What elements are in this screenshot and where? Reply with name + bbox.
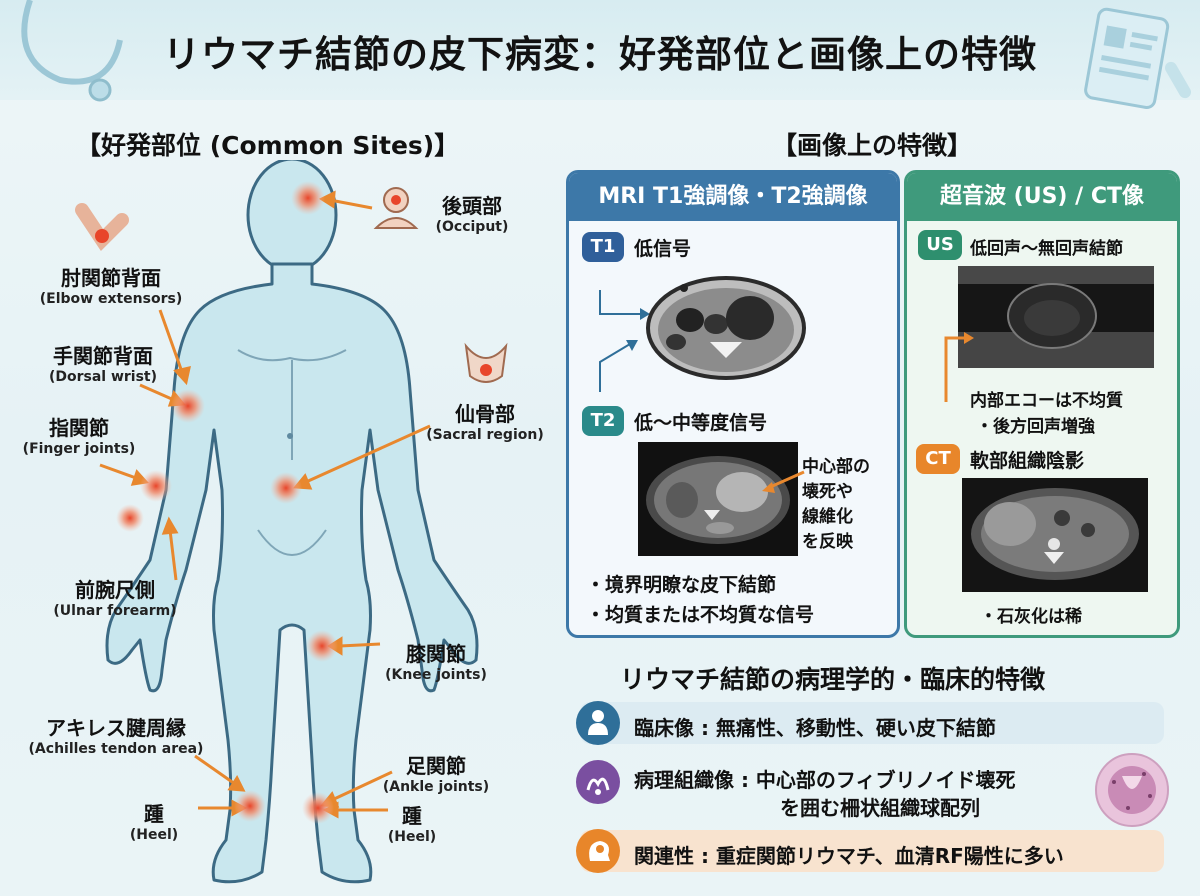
clinical-row <box>580 702 1164 744</box>
ct-text: 軟部組織陰影 <box>970 450 1085 472</box>
chest-line <box>237 349 347 362</box>
us-note-1: 内部エコーは不均質 <box>970 391 1123 411</box>
ankle-label: 足関節 (Ankle joints) <box>376 750 496 795</box>
pill-icon <box>1165 61 1191 99</box>
ulnar-en: (Ulnar forearm) <box>53 603 177 619</box>
us-text: 低回声〜無回声結節 <box>970 239 1123 259</box>
achilles-jp: アキレス腱周縁 <box>46 716 186 740</box>
callout-line-4: を反映 <box>802 532 853 552</box>
elbow-label: 肘関節背面 (Elbow extensors) <box>18 262 204 307</box>
t2-badge: T2 <box>582 406 624 436</box>
lesion-finger <box>116 504 144 532</box>
wrist-en: (Dorsal wrist) <box>48 369 158 385</box>
tissue-icon <box>576 760 620 804</box>
sacral-jp: 仙骨部 <box>455 402 515 426</box>
head-shape <box>246 160 338 273</box>
ulnar-jp: 前腕尺側 <box>75 578 155 602</box>
histology-image <box>1095 753 1169 827</box>
lesion-knee <box>306 630 338 662</box>
ct-note: ・石灰化は稀 <box>980 607 1082 627</box>
pathology-line-2: を囲む柵状組織球配列 <box>780 796 980 820</box>
person-icon <box>576 701 620 745</box>
lesion-ankle <box>302 792 334 824</box>
us-image <box>944 266 1154 402</box>
elbow-jp: 肘関節背面 <box>61 266 161 290</box>
features-heading: リウマチ結節の病理学的・臨床的特徴 <box>620 665 1046 694</box>
pelvis-icon <box>464 342 508 383</box>
occiput-head-icon <box>373 187 419 229</box>
lesion-elbow <box>171 389 205 423</box>
us-note-2: ・後方回声増強 <box>976 417 1095 437</box>
wrist-jp: 手関節背面 <box>53 344 153 368</box>
ankle-jp: 足関節 <box>406 754 466 778</box>
t2-text: 低〜中等度信号 <box>634 412 768 434</box>
knee-en: (Knee joints) <box>385 667 487 683</box>
mri-bullet-2: ・均質または不均質な信号 <box>586 604 815 626</box>
stethoscope-chest-icon <box>88 78 112 102</box>
callout-line-1: 中心部の <box>802 457 870 477</box>
t1-text: 低信号 <box>634 238 692 260</box>
elbow-joint-icon <box>75 203 129 251</box>
ct-badge: CT <box>916 444 960 474</box>
ct-image <box>962 478 1148 592</box>
wrist-label: 手関節背面 (Dorsal wrist) <box>28 340 178 385</box>
stethoscope-icon <box>21 0 123 85</box>
heel-right-label: 踵 (Heel) <box>372 800 452 845</box>
knee-label: 膝関節 (Knee joints) <box>376 638 496 683</box>
t1-mri-image <box>599 276 806 392</box>
t2-mri-image <box>638 442 798 556</box>
brain-icon <box>576 829 620 873</box>
pelvis-line <box>257 529 327 556</box>
finger-jp: 指関節 <box>49 416 109 440</box>
title-bar <box>0 0 1200 100</box>
association-text: 関連性 : 重症関節リウマチ、血清RF陽性に多い <box>634 844 1064 868</box>
lesion-occiput <box>291 181 325 215</box>
mri-bullet-1: ・境界明瞭な皮下結節 <box>586 574 777 596</box>
ulnar-label: 前腕尺側 (Ulnar forearm) <box>40 574 190 619</box>
lesion-sacral <box>270 472 302 504</box>
navel <box>287 433 293 439</box>
callout-line-3: 線維化 <box>802 507 853 527</box>
knee-jp: 膝関節 <box>406 642 466 666</box>
lesion-heel-left <box>234 790 266 822</box>
association-row <box>580 830 1164 872</box>
heel-right-en: (Heel) <box>387 829 437 845</box>
us-badge: US <box>918 230 962 260</box>
lesion-markers <box>116 181 338 824</box>
finger-en: (Finger joints) <box>22 441 136 457</box>
title-decoration <box>21 0 1191 110</box>
heel-right-jp: 踵 <box>402 804 422 828</box>
heel-left-jp: 踵 <box>144 802 164 826</box>
finger-label: 指関節 (Finger joints) <box>14 412 144 457</box>
common-sites-heading: 【好発部位 (Common Sites)】 <box>76 131 460 160</box>
occiput-label: 後頭部 (Occiput) <box>412 190 532 235</box>
mri-panel-header: MRI T1強調像・T2強調像 <box>569 173 897 221</box>
achilles-label: アキレス腱周縁 (Achilles tendon area) <box>16 712 216 757</box>
callout-line-2: 壊死や <box>802 482 853 502</box>
t2-callout: 中心部の 壊死や 線維化 を反映 <box>802 452 890 552</box>
occiput-en: (Occiput) <box>435 219 509 235</box>
elbow-en: (Elbow extensors) <box>39 291 183 307</box>
imaging-heading: 【画像上の特徴】 <box>772 131 973 160</box>
pathology-line-1: 病理組織像 : 中心部のフィブリノイド壊死 <box>634 768 1016 792</box>
clipboard-icon <box>1084 7 1170 110</box>
clinical-text: 臨床像 : 無痛性、移動性、硬い皮下結節 <box>634 716 996 740</box>
body-figure <box>75 160 508 884</box>
lesion-wrist <box>140 470 172 502</box>
sacral-label: 仙骨部 (Sacral region) <box>420 398 550 443</box>
achilles-en: (Achilles tendon area) <box>28 741 204 757</box>
sacral-en: (Sacral region) <box>426 427 544 443</box>
mri-panel: MRI T1強調像・T2強調像 <box>566 170 900 638</box>
ankle-en: (Ankle joints) <box>382 779 490 795</box>
page-title: リウマチ結節の皮下病変：好発部位と画像上の特徴 <box>163 33 1037 76</box>
occiput-jp: 後頭部 <box>442 194 502 218</box>
heel-left-label: 踵 (Heel) <box>114 798 194 843</box>
us-ct-panel-header: 超音波 (US) / CT像 <box>907 173 1177 221</box>
callout-arrow <box>762 470 805 493</box>
heel-left-en: (Heel) <box>129 827 179 843</box>
t1-badge: T1 <box>582 232 624 262</box>
